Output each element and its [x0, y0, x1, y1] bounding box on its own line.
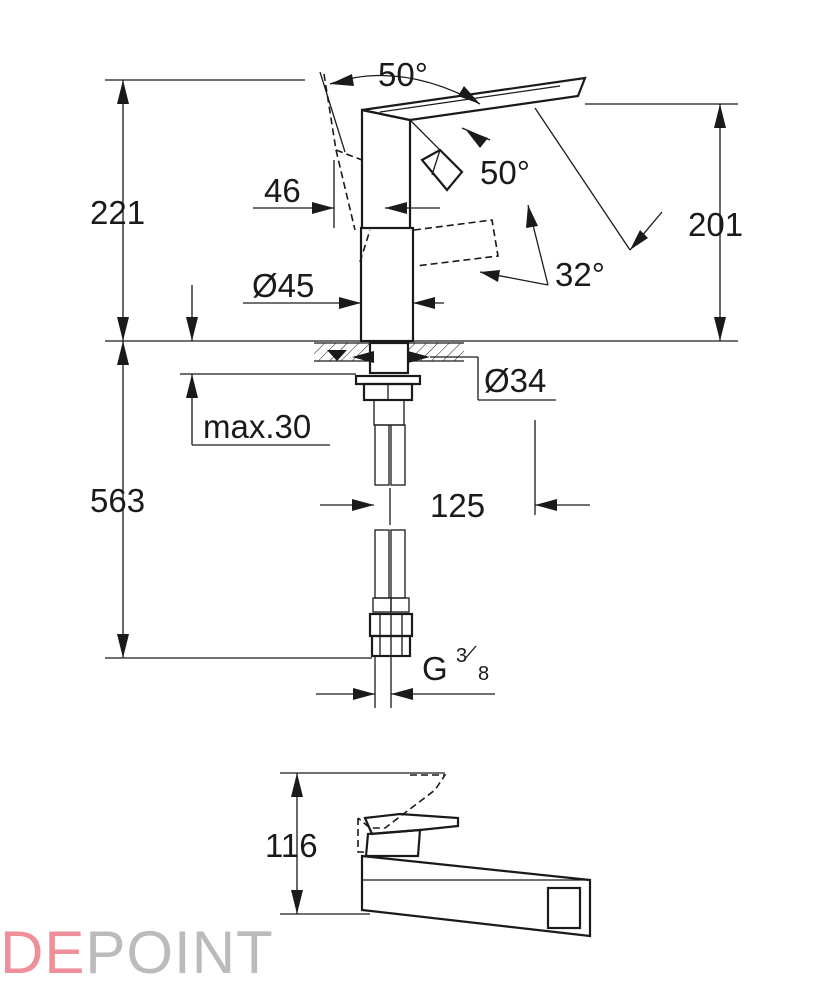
dim-d34: [352, 351, 556, 401]
dim-563: [105, 341, 372, 659]
label-221: 221: [90, 194, 145, 231]
hose-upper: [374, 424, 406, 486]
label-thread-numerator: 3: [456, 645, 467, 667]
dim-angle-32: [479, 107, 663, 286]
watermark-logo: DEPOINT: [0, 918, 274, 987]
label-thread-prefix: G: [422, 650, 448, 687]
label-max30: max.30: [203, 408, 311, 445]
dim-125: [320, 420, 590, 525]
dim-deck-marker: [186, 285, 198, 341]
label-46: 46: [264, 172, 301, 209]
dim-thread: [316, 645, 495, 700]
label-201: 201: [688, 206, 743, 243]
watermark-rest: POINT: [85, 919, 274, 986]
mounting-shank: [354, 374, 422, 426]
label-563: 563: [90, 482, 145, 519]
dim-201: [585, 103, 738, 341]
top-view: [280, 772, 592, 938]
label-angle-spout: 32°: [555, 256, 605, 293]
dim-221: [105, 79, 305, 341]
label-angle-side: 50°: [480, 154, 530, 191]
label-angle-top: 50°: [378, 56, 428, 93]
label-d45: Ø45: [252, 267, 314, 304]
dim-angle-top: [319, 71, 481, 153]
dim-angle-side: [461, 127, 491, 148]
watermark-first: DE: [0, 919, 86, 986]
label-d34: Ø34: [484, 362, 546, 399]
label-thread-denominator: 8: [478, 663, 489, 685]
label-125: 125: [430, 487, 485, 524]
dim-d45: [243, 297, 444, 309]
dim-46: [253, 160, 440, 228]
hose-lower: [368, 529, 414, 708]
dim-max30: [180, 350, 356, 446]
label-116: 116: [265, 827, 318, 864]
faucet-body: [323, 73, 587, 343]
